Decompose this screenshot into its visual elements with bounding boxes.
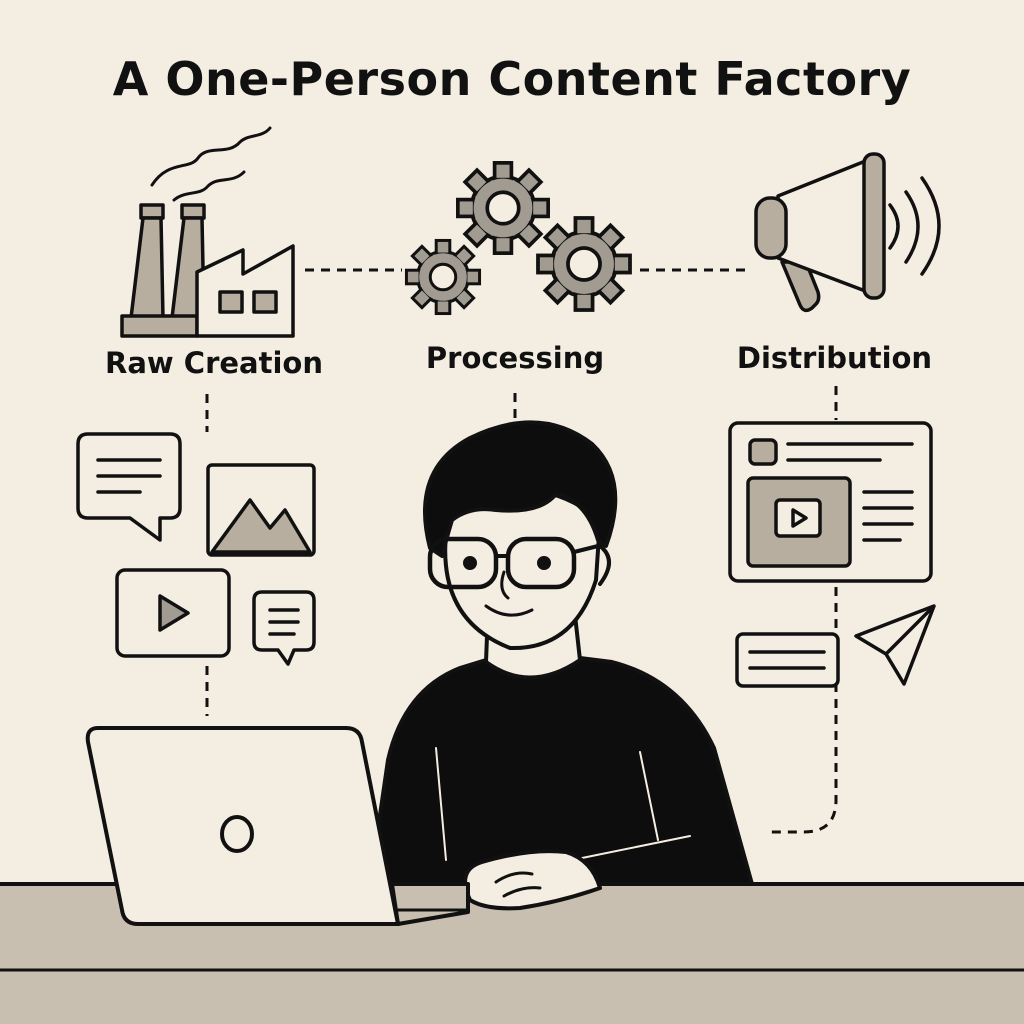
connector-dist-to-person: [768, 587, 838, 834]
stage-label-raw-creation: Raw Creation: [105, 346, 323, 380]
message-card-icon: [735, 632, 840, 688]
paper-plane-icon: [854, 604, 936, 686]
flow-connectors: [205, 268, 838, 834]
factory-icon: [120, 126, 295, 338]
chat-bubble-icon: [76, 432, 182, 542]
gears-icon: [404, 161, 632, 316]
image-icon: [206, 463, 316, 557]
person-illustration: [368, 420, 754, 911]
stage-label-distribution: Distribution: [736, 341, 933, 375]
stage-label-processing: Processing: [425, 341, 605, 375]
small-chat-bubble-icon: [252, 590, 316, 666]
laptop-icon: [85, 726, 470, 926]
video-play-icon: [115, 568, 231, 658]
web-page-icon: [728, 421, 933, 583]
diagram-title: A One-Person Content Factory: [112, 52, 912, 106]
megaphone-icon: [754, 152, 941, 313]
